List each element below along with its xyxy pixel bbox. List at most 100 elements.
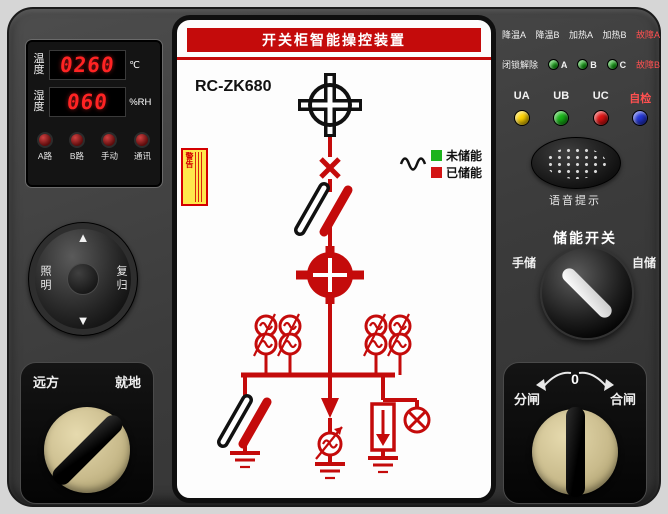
temperature-label: 温度	[33, 53, 45, 76]
uc-led	[592, 110, 609, 126]
warning-text: 警告	[185, 152, 194, 168]
temperature-value: 0260	[58, 53, 117, 77]
title-divider	[177, 57, 491, 60]
open-close-knob[interactable]	[532, 407, 618, 497]
channel-b-button-cap	[68, 132, 85, 148]
self-test-led	[632, 110, 649, 126]
indicator-row-4	[502, 110, 660, 126]
down-arrow-button[interactable]: ▼	[76, 313, 90, 328]
channel-a-button[interactable]: A路	[37, 132, 53, 162]
disconnector-bottom-symbol	[217, 394, 272, 449]
open-close-knob-handle	[565, 407, 585, 497]
remote-local-knob-handle	[48, 411, 126, 489]
disconnector-top-symbol	[294, 182, 353, 237]
ground-symbol	[368, 456, 398, 474]
phase-b-indicator: B	[577, 59, 597, 70]
ground-symbol	[230, 451, 260, 469]
channel-a-button-label: A路	[37, 151, 53, 161]
manual-button-label: 手动	[100, 151, 118, 161]
pt-winding-symbol	[253, 313, 278, 375]
legend-charged-label: 已储能	[446, 165, 482, 180]
phase-a-label: A	[560, 59, 568, 70]
channel-a-button-cap	[37, 132, 53, 148]
voice-prompt-label: 语音提示	[549, 195, 601, 207]
ua-led	[513, 110, 530, 126]
legend: 未储能 已储能	[399, 148, 482, 180]
warning-label: 警告	[181, 148, 208, 206]
indicator-panel: 降温A 降温B 加热A 加热B 故障A 闭锁解除 A B C 故障B UA U	[502, 28, 660, 132]
ub-label: UB	[553, 90, 570, 102]
phase-c-label: C	[619, 59, 627, 70]
phase-a-indicator: A	[547, 59, 568, 70]
model-number: RC-ZK680	[195, 78, 272, 95]
manual-button[interactable]: 手动	[101, 132, 118, 162]
speaker-holes	[546, 147, 606, 179]
comm-button[interactable]: 通讯	[134, 132, 151, 162]
arrester-symbol	[370, 402, 396, 452]
pt-winding-symbol	[363, 313, 388, 375]
manual-button-cap	[101, 132, 118, 148]
humidity-unit: %RH	[129, 96, 152, 108]
phase-c-led	[606, 59, 618, 70]
meter-buttons: A路 B路 手动 通讯	[32, 124, 156, 162]
temp-humidity-meter: 温度 0260 ℃ 湿度 060 %RH A路 B路 手动	[26, 40, 162, 187]
fault-b-label: 故障B	[635, 60, 660, 70]
open-close-switch-box: 0 分闸 合闸	[503, 362, 647, 504]
arc-arrow-left-icon	[536, 379, 546, 391]
mimic-diagram: 未储能 已储能	[217, 73, 482, 480]
light-label: 照明	[39, 265, 51, 293]
cooling-a-label: 降温A	[502, 30, 527, 40]
ub-led	[553, 110, 570, 126]
speaker-grille	[531, 137, 621, 189]
legend-green-swatch	[431, 150, 442, 161]
storage-switch-title: 储能开关	[553, 230, 617, 246]
humidity-label: 湿度	[33, 90, 45, 113]
humidity-value: 060	[65, 90, 110, 114]
remote-label: 远方	[33, 375, 60, 390]
zero-position-label: 0	[571, 371, 579, 387]
storage-knob-indicator	[559, 265, 615, 321]
arrow-down-symbol	[321, 398, 339, 418]
pt-winding-symbol	[277, 313, 302, 375]
storage-switch-knob[interactable]	[540, 246, 634, 340]
self-test-label: 自检	[629, 93, 652, 105]
nav-pad: ▲ ▼ 照明 复归	[28, 222, 138, 336]
heating-a-label: 加热A	[568, 30, 593, 40]
open-label: 分闸	[514, 392, 541, 407]
remote-local-knob[interactable]	[44, 407, 130, 493]
channel-b-button-label: B路	[69, 151, 85, 161]
earthing-transformer-symbol	[315, 426, 343, 460]
humidity-row: 湿度 060 %RH	[32, 87, 156, 117]
reset-label: 复归	[115, 265, 127, 293]
indicator-row-1: 降温A 降温B 加热A 加热B 故障A	[502, 28, 660, 41]
confirm-button[interactable]	[67, 263, 99, 295]
ua-label: UA	[513, 90, 530, 102]
warning-fine-print	[195, 152, 204, 202]
up-arrow-button[interactable]: ▲	[76, 230, 90, 245]
humidity-display: 060	[48, 87, 127, 117]
uc-label: UC	[592, 90, 609, 102]
spring-icon	[399, 157, 427, 171]
remote-local-switch-box: 远方 就地	[20, 362, 154, 504]
fault-a-label: 故障A	[635, 30, 660, 40]
fuse-x-symbol	[319, 157, 341, 179]
lcd-screen: 开关柜智能操控装置 RC-ZK680 警告	[172, 15, 496, 503]
phase-b-led	[577, 59, 589, 70]
temperature-unit: ℃	[129, 59, 140, 71]
interlock-release-label: 闭锁解除	[502, 60, 539, 70]
legend-not-charged-label: 未储能	[445, 148, 482, 163]
arc-arrow-right-icon	[604, 379, 614, 391]
comm-button-cap	[134, 132, 151, 148]
indicator-row-2: 闭锁解除 A B C 故障B	[502, 58, 660, 71]
comm-button-label: 通讯	[133, 151, 151, 161]
temperature-row: 温度 0260 ℃	[32, 50, 156, 80]
channel-b-button[interactable]: B路	[68, 132, 85, 162]
phase-a-led	[547, 59, 559, 70]
indicator-row-3: UA UB UC 自检	[502, 90, 660, 106]
breaker-open-symbol	[298, 73, 362, 137]
phase-c-indicator: C	[606, 59, 627, 70]
lamp-symbol	[403, 406, 431, 434]
auto-charge-label: 自储	[632, 256, 657, 270]
local-label: 就地	[114, 375, 141, 390]
